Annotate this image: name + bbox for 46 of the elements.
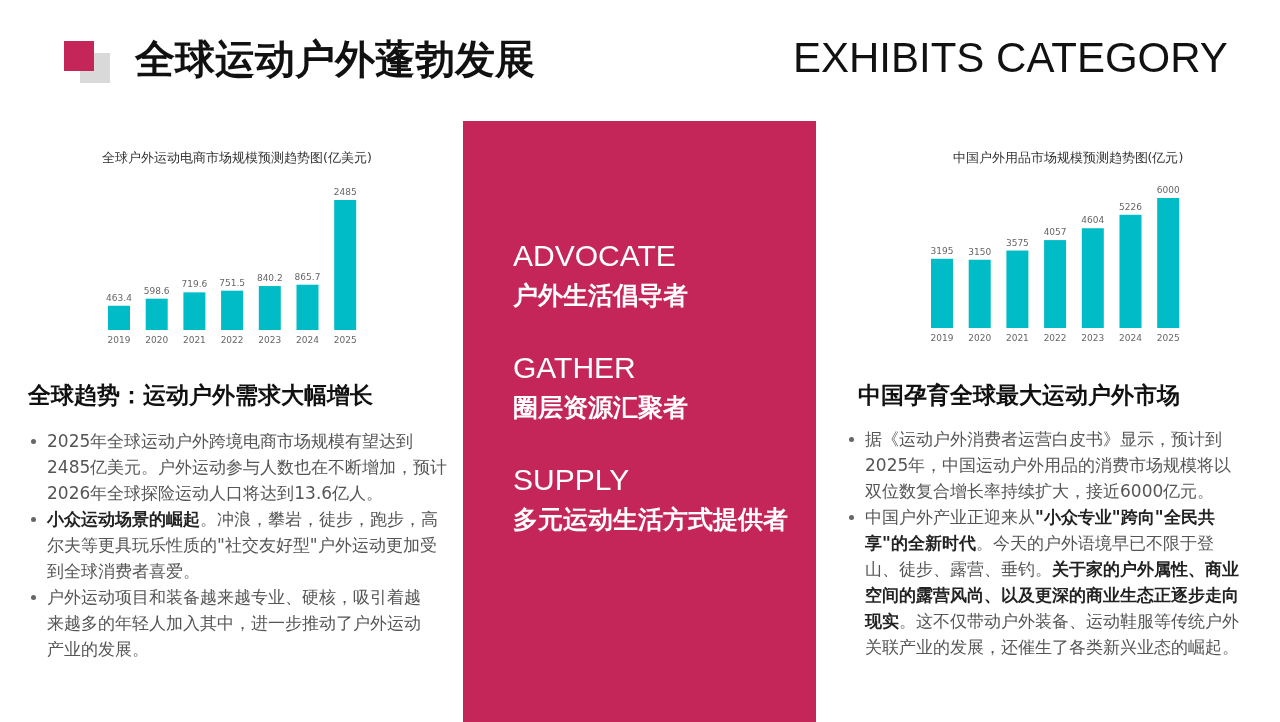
bullet-text: 据《运动户外消费者运营白皮书》显示，预计到2025年，中国运动户外用品的消费市场规模将以双位数复合增长率持续扩大，接近6000亿元。	[847, 426, 1245, 504]
category-subtitle: 户外生活倡导者	[513, 280, 688, 312]
value-label: 5226	[1119, 201, 1142, 212]
axis-label: 2024	[1119, 333, 1142, 343]
value-label: 3195	[930, 245, 954, 256]
bullet-text: 中国户外产业正迎来从"小众专业"跨向"全民共享"的全新时代。今天的户外语境早已不限于登山、徒步、露营、垂钓。关于家的户外属性、商业空间的露营风尚、以及更深的商业生态正逐步走向现实。这不仅带动户外装备、运动鞋服等传统户外关联产业的发展，还催生了各类新兴业态的崛起。	[847, 504, 1245, 660]
value-label: 2485	[333, 187, 357, 197]
axis-label: 2022	[220, 335, 244, 345]
value-label: 719.6	[181, 279, 208, 290]
category-panel	[463, 121, 816, 722]
section-heading: 全球趋势：运动户外需求大幅增长	[28, 381, 373, 410]
axis-label: 2023	[1081, 333, 1105, 343]
value-label: 865.7	[294, 271, 321, 282]
axis-label: 2025	[333, 335, 357, 345]
category-subtitle: 多元运动生活方式提供者	[513, 504, 788, 536]
value-label: 3575	[1005, 237, 1029, 248]
category-name: SUPPLY	[513, 463, 630, 497]
value-label: 463.4	[106, 292, 132, 303]
value-label: 840.2	[256, 273, 283, 284]
axis-label: 2021	[1005, 333, 1029, 343]
section-heading: EXHIBITS CATEGORY	[793, 34, 1228, 82]
bullet-text: 小众运动场景的崛起。冲浪，攀岩，徒步，跑步，高尔夫等更具玩乐性质的"社交友好型"户外运动更加受到全球消费者喜爱。	[29, 506, 449, 584]
axis-label: 2019	[930, 333, 954, 343]
axis-label: 2023	[258, 335, 282, 345]
section-heading: 中国孕育全球最大运动户外市场	[858, 381, 1180, 410]
bullet-text: 户外运动项目和装备越来越专业、硬核，吸引着越来越多的年轻人加入其中，进一步推动了户外运动产业的发展。	[29, 584, 429, 662]
chart-title: 中国户外用品市场规模预测趋势图(亿元)	[952, 150, 1184, 165]
value-label: 6000	[1156, 185, 1180, 195]
axis-label: 2020	[968, 333, 992, 343]
axis-label: 2022	[1043, 333, 1067, 343]
value-label: 3150	[968, 246, 992, 257]
category-name: ADVOCATE	[513, 239, 676, 273]
page-title: 全球运动户外蓬勃发展	[135, 35, 535, 84]
axis-label: 2025	[1156, 333, 1180, 343]
value-label: 4057	[1043, 227, 1067, 238]
value-label: 598.6	[143, 285, 170, 296]
bullet-text: 2025年全球运动户外跨境电商市场规模有望达到2485亿美元。户外运动参与人数也在不断增加，预计2026年全球探险运动人口将达到13.6亿人。	[29, 428, 449, 506]
value-label: 4604	[1081, 215, 1105, 226]
chart-title: 全球户外运动电商市场规模预测趋势图(亿美元)	[102, 150, 372, 165]
axis-label: 2021	[182, 335, 206, 345]
axis-label: 2020	[145, 335, 169, 345]
category-name: GATHER	[513, 351, 636, 385]
category-subtitle: 圈层资源汇聚者	[513, 392, 688, 424]
value-label: 751.5	[219, 277, 245, 288]
axis-label: 2019	[107, 335, 131, 345]
axis-label: 2024	[296, 335, 319, 345]
